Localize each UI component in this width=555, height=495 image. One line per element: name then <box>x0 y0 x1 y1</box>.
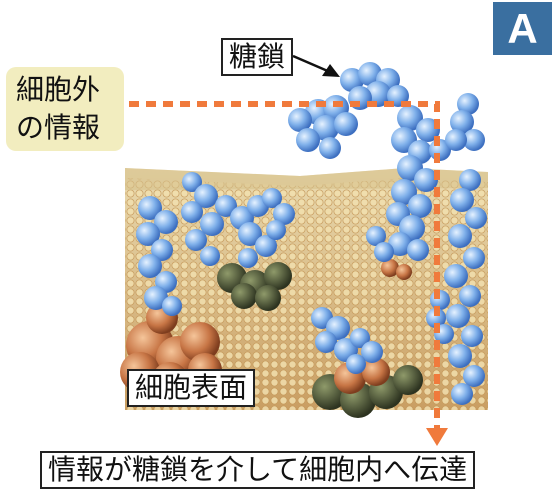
extracellular-info-line2: の情報 <box>16 111 101 144</box>
cell-surface-label: 細胞表面 <box>127 369 256 407</box>
signal-arrowhead <box>426 428 448 446</box>
glycan-chains <box>136 62 487 405</box>
panel-letter-badge: A <box>493 2 552 55</box>
extracellular-info-label: 細胞外 の情報 <box>6 67 124 151</box>
extracellular-info-line1: 細胞外 <box>16 73 101 106</box>
caption-box: 情報が糖鎖を介して細胞内へ伝達 <box>40 451 476 489</box>
sugar-chain-pointer-arrow <box>292 54 340 77</box>
sugar-chain-label: 糖鎖 <box>221 38 294 76</box>
signal-path <box>129 101 448 446</box>
protein-middle-dark <box>217 262 292 311</box>
protein-small-right <box>381 259 412 280</box>
